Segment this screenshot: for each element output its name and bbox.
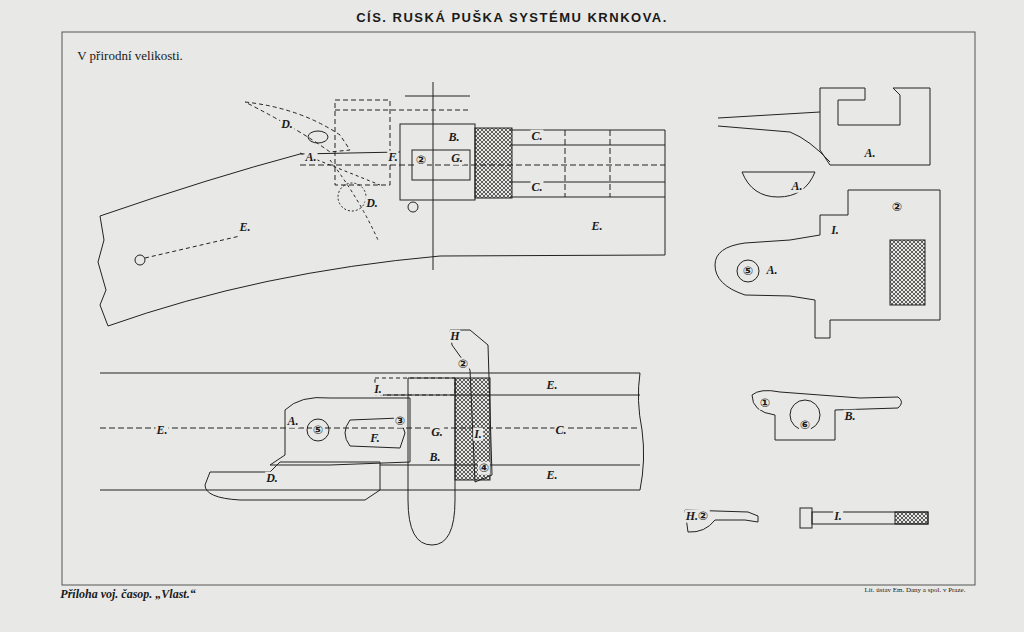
part-label: I. [373, 383, 383, 396]
part-label: E. [545, 379, 558, 392]
part-label: E. [155, 424, 168, 437]
part-label: A. [765, 264, 778, 277]
part-label: ② [415, 154, 427, 167]
part-label: C. [530, 181, 543, 194]
part-label: ② [891, 201, 903, 214]
part-label: E. [238, 221, 251, 234]
part-label: I. [473, 428, 483, 441]
part-label: F. [387, 151, 398, 164]
frame [62, 32, 975, 585]
printer-note: Lit. ústav Em. Dany a spol. v Praze. [864, 587, 967, 594]
part-label: H [449, 330, 460, 343]
part-label: I. [830, 224, 840, 237]
part-label: C. [530, 130, 543, 143]
part-label: I. [833, 510, 843, 523]
title: CÍS. RUSKÁ PUŠKA SYSTÉMU KRNKOVA. [355, 11, 669, 25]
part-label: B. [843, 410, 856, 423]
part-label: ③ [394, 415, 406, 428]
part-label: C. [554, 424, 567, 437]
part-label: B. [428, 451, 441, 464]
part-label: A. [286, 415, 299, 428]
part-label: D. [365, 197, 379, 210]
part-label: B. [447, 131, 460, 144]
part-label: G. [450, 152, 464, 165]
part-label: ⑤ [742, 265, 754, 278]
part-label: E. [590, 220, 603, 233]
scale-note: V přirodní velikosti. [76, 49, 184, 63]
part-label: H.② [685, 510, 710, 523]
part-label: A. [863, 147, 876, 160]
part-label: A. [790, 180, 803, 193]
part-label: G. [430, 426, 444, 439]
bottom-view [100, 330, 644, 545]
part-label: ① [759, 397, 771, 410]
part-label: D. [265, 472, 279, 485]
part-label: ④ [478, 462, 490, 475]
top-view [98, 82, 665, 326]
part-details [685, 88, 940, 532]
part-label: E. [545, 469, 558, 482]
caption: Příloha voj. časop. „Vlast.“ [59, 588, 196, 601]
part-label: D. [280, 118, 294, 131]
part-label: F. [369, 432, 380, 445]
part-label: A. [304, 151, 317, 164]
part-label: ⑤ [312, 424, 324, 437]
part-label: ② [457, 358, 469, 371]
part-label: ⑥ [799, 419, 811, 432]
